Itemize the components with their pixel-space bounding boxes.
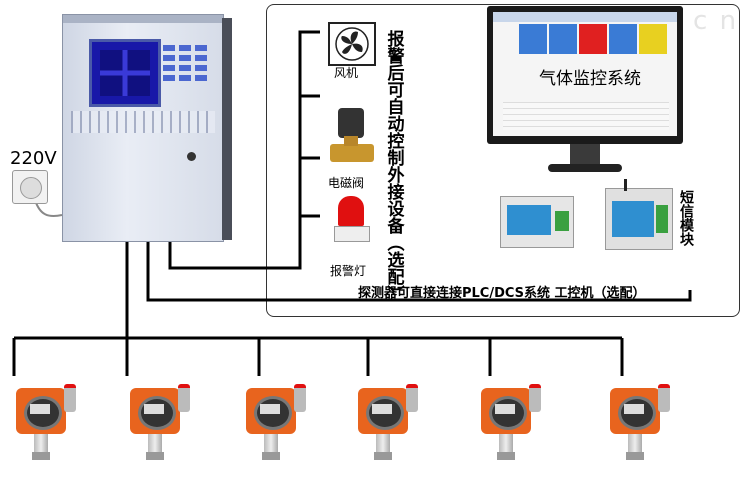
sms-module-label-text: 短信模块: [678, 190, 694, 246]
detector-probe: [376, 434, 390, 452]
detector-probe: [264, 434, 278, 452]
detector-probe-tip: [262, 452, 280, 460]
monitor-screen: [493, 12, 677, 136]
detector-beacon: [658, 384, 670, 412]
voltage-label: 220V: [10, 148, 57, 169]
detector-probe: [148, 434, 162, 452]
gas-detector: [475, 378, 547, 468]
monitor: 气体监控系统: [487, 6, 683, 144]
controller-keypad: [163, 45, 211, 101]
alarm-light-icon: [334, 196, 370, 246]
sms-module-device: [605, 179, 673, 250]
detector-probe-tip: [374, 452, 392, 460]
gas-detector: [10, 378, 82, 468]
detector-probe: [34, 434, 48, 452]
fan-label: 风机: [334, 66, 359, 80]
wire-to-outputs: [168, 30, 320, 270]
solenoid-valve-label: 电磁阀: [328, 176, 365, 190]
plc-connection-note: 探测器可直接连接PLC/DCS系统 工控机（选配）: [358, 286, 646, 301]
controller-top-bar: [63, 15, 223, 23]
wire-to-plc: [146, 238, 692, 302]
controller-side: [222, 18, 232, 240]
sms-module-label: 短信模块: [678, 190, 696, 246]
detector-beacon: [406, 384, 418, 412]
detector-beacon: [178, 384, 190, 412]
controller-indicator-strip: [71, 111, 215, 133]
detector-window: [624, 404, 644, 414]
detector-window: [495, 404, 515, 414]
alarm-light-label: 报警灯: [330, 264, 367, 278]
plc-module: [500, 196, 574, 248]
gas-detector: [124, 378, 196, 468]
detector-beacon: [529, 384, 541, 412]
gas-detector: [352, 378, 424, 468]
detector-probe-tip: [626, 452, 644, 460]
fan-icon: [328, 22, 376, 66]
detector-probe-tip: [497, 452, 515, 460]
detector-window: [30, 404, 50, 414]
controller-display: [89, 39, 161, 107]
detector-probe-tip: [32, 452, 50, 460]
monitor-title: 气体监控系统: [539, 69, 641, 89]
detector-probe-tip: [146, 452, 164, 460]
detector-probe: [628, 434, 642, 452]
alarm-controller-cabinet: [62, 14, 224, 242]
alarm-control-note: 报警后可自动控制外接设备（选配）: [384, 30, 408, 302]
gas-detector: [240, 378, 312, 468]
detector-window: [144, 404, 164, 414]
detector-window: [372, 404, 392, 414]
detector-beacon: [64, 384, 76, 412]
optional-equipment-frame: [266, 4, 740, 317]
power-outlet: [12, 170, 48, 204]
controller-lock: [187, 152, 196, 161]
gas-detector: [604, 378, 676, 468]
monitor-base: [548, 164, 622, 172]
monitor-stand: [570, 144, 600, 166]
detector-window: [260, 404, 280, 414]
detector-probe: [499, 434, 513, 452]
solenoid-valve-icon: [330, 108, 374, 170]
detector-beacon: [294, 384, 306, 412]
alarm-control-note-text: 报警后可自动控制外接设备（选配）: [383, 30, 404, 302]
